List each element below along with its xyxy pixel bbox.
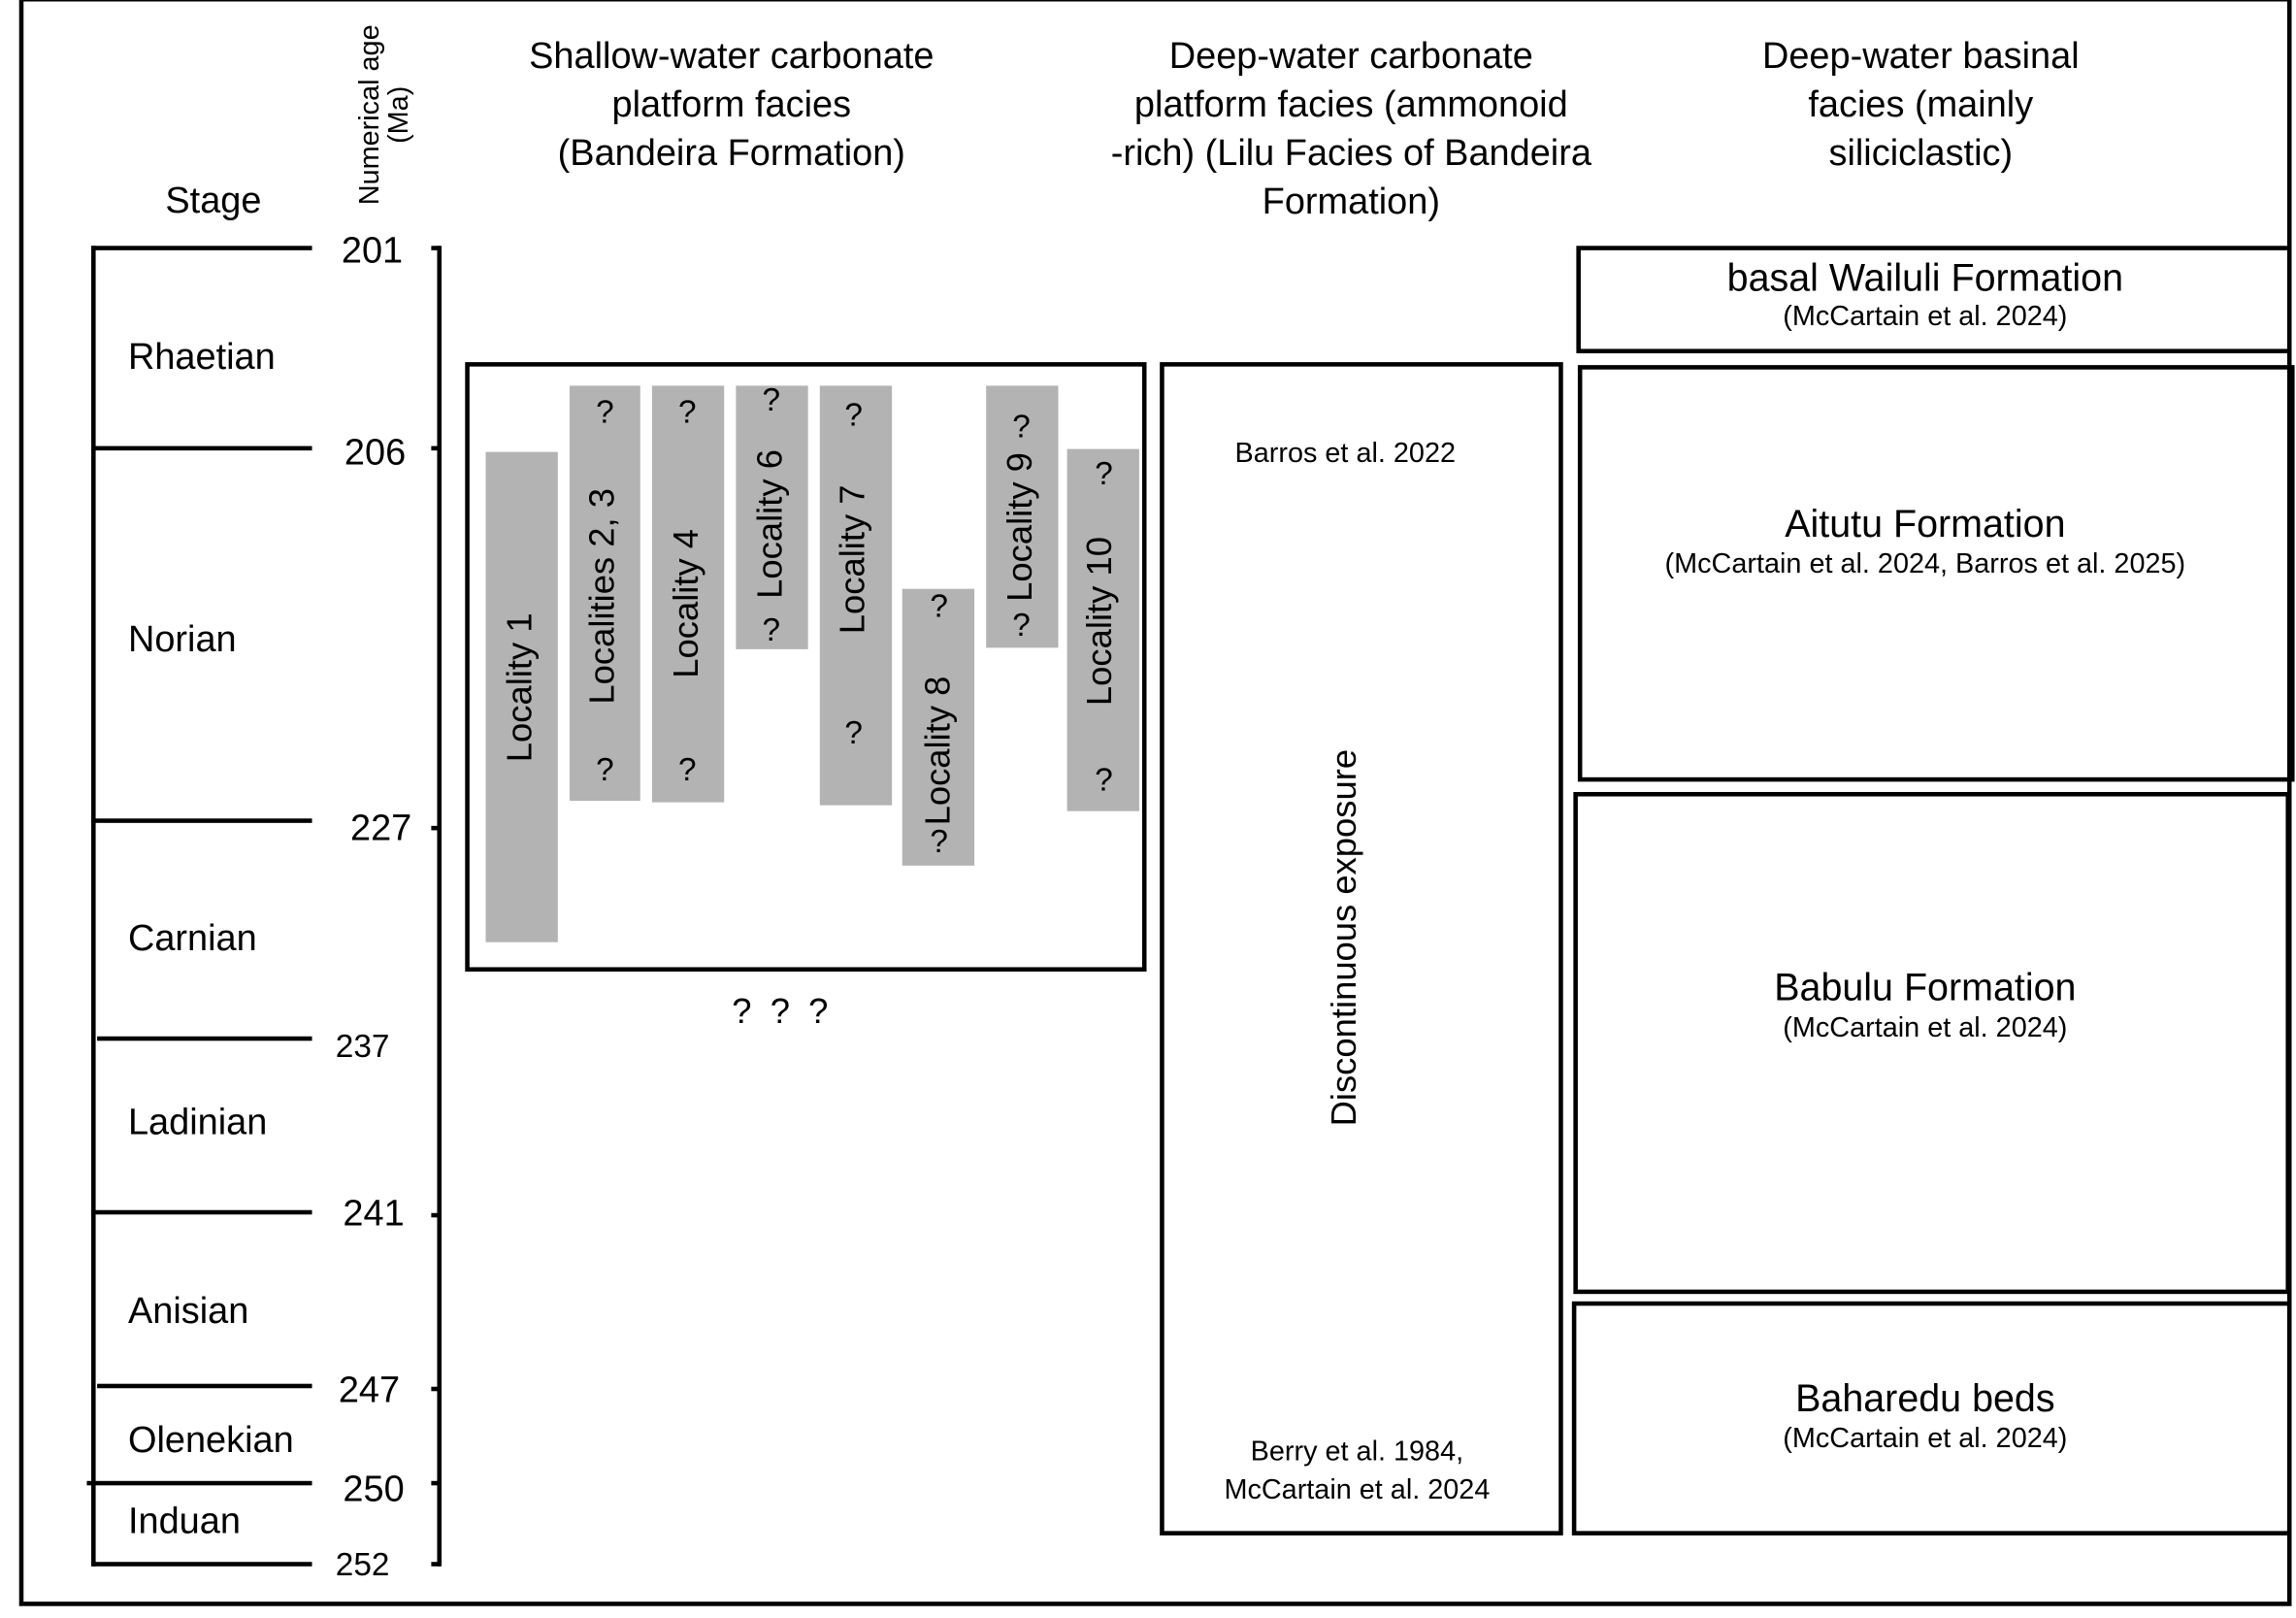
stage-anisian: Anisian bbox=[127, 1290, 249, 1332]
stage-rhaetian: Rhaetian bbox=[127, 336, 276, 379]
formation-ref: (McCartain et al. 2024) bbox=[1783, 1423, 2068, 1455]
axis-tick bbox=[431, 1480, 441, 1486]
formation-name: Babulu Formation bbox=[1774, 965, 2077, 1009]
stage-carnian: Carnian bbox=[127, 917, 257, 960]
aitutu-formation-box bbox=[1577, 365, 2295, 782]
locality-label: Locality 7 bbox=[833, 484, 873, 635]
age-label: 206 bbox=[344, 432, 407, 474]
stage-boundary bbox=[97, 1036, 312, 1041]
header-line: Deep-water basinal bbox=[1761, 35, 2080, 77]
header-line: platform facies (ammonoid bbox=[1133, 83, 1568, 125]
locality-6-bar bbox=[736, 385, 808, 649]
uncertain-mark: ? bbox=[930, 822, 948, 860]
ref-line: Berry et al. 1984, bbox=[1250, 1436, 1464, 1469]
babulu-formation-box bbox=[1573, 791, 2290, 1295]
age-label: 252 bbox=[335, 1545, 390, 1583]
deep-carbonate-bottom-ref: Berry et al. 1984, McCartain et al. 2024 bbox=[1224, 1434, 1490, 1510]
below-box-uncertain-marks: ? ? ? bbox=[732, 992, 829, 1033]
age-label: 247 bbox=[338, 1370, 401, 1411]
stage-boundary bbox=[91, 1209, 312, 1215]
uncertain-mark: ? bbox=[1012, 408, 1031, 446]
deep-carbonate-box bbox=[1160, 362, 1563, 1535]
stage-boundary bbox=[91, 1562, 312, 1567]
header-line: -rich) (Lilu Facies of Bandeira bbox=[1110, 132, 1591, 174]
deep-carbonate-top-ref: Barros et al. 2022 bbox=[1234, 438, 1457, 470]
locality-label: Locality 6 bbox=[750, 449, 791, 599]
header-line: Deep-water carbonate bbox=[1168, 35, 1533, 77]
ref-line: McCartain et al. 2024 bbox=[1224, 1474, 1491, 1506]
locality-label: Locality 8 bbox=[918, 676, 959, 826]
uncertain-mark: ? bbox=[596, 392, 614, 430]
uncertain-mark: ? bbox=[1012, 606, 1031, 644]
stage-boundary bbox=[86, 1480, 312, 1486]
axis-tick bbox=[431, 446, 441, 451]
axis-tick bbox=[431, 1212, 441, 1218]
locality-label: Locality 10 bbox=[1080, 537, 1121, 707]
age-label: 237 bbox=[335, 1027, 390, 1065]
uncertain-mark: ? bbox=[1095, 454, 1113, 492]
deep-carbonate-header: Deep-water carbonate platform facies (am… bbox=[1111, 32, 1591, 226]
uncertain-mark: ? bbox=[762, 611, 781, 648]
baharedu-beds-box bbox=[1571, 1301, 2292, 1535]
uncertain-mark: ? bbox=[930, 587, 948, 625]
shallow-facies-header: Shallow-water carbonate platform facies … bbox=[529, 32, 934, 178]
locality-9-bar bbox=[986, 385, 1059, 648]
formation-ref: (McCartain et al. 2024, Barros et al. 20… bbox=[1664, 548, 2186, 580]
age-label: 241 bbox=[343, 1193, 405, 1235]
formation-name: Aitutu Formation bbox=[1785, 501, 2066, 545]
stage-ladinian: Ladinian bbox=[127, 1102, 268, 1143]
age-label: 227 bbox=[349, 807, 412, 849]
formation-name: basal Wailuli Formation bbox=[1726, 255, 2124, 300]
stage-olenekian: Olenekian bbox=[127, 1419, 294, 1462]
localities-2-3-bar bbox=[569, 385, 640, 802]
uncertain-mark: ? bbox=[762, 380, 781, 418]
header-line: Shallow-water carbonate bbox=[529, 35, 935, 77]
stage-boundary bbox=[91, 446, 312, 451]
stage-induan: Induan bbox=[127, 1501, 241, 1542]
stage-column-line bbox=[91, 246, 96, 1567]
age-axis bbox=[437, 246, 443, 1567]
locality-1-bar bbox=[485, 451, 558, 942]
header-line: (Bandeira Formation) bbox=[557, 132, 905, 174]
locality-8-bar bbox=[902, 588, 975, 866]
uncertain-mark: ? bbox=[1095, 761, 1113, 799]
stage-norian: Norian bbox=[127, 618, 237, 661]
wailuli-formation-box bbox=[1576, 246, 2292, 354]
axis-tick bbox=[431, 1562, 441, 1567]
locality-label: Locality 4 bbox=[667, 528, 707, 678]
locality-4-bar bbox=[651, 385, 725, 803]
locality-label: Locality 9 bbox=[1000, 452, 1041, 602]
uncertain-mark: ? bbox=[678, 750, 697, 788]
numerical-age-header: Numerical age (Ma) bbox=[354, 24, 415, 206]
locality-10-bar bbox=[1066, 448, 1139, 811]
stage-boundary bbox=[91, 246, 312, 250]
age-label: 201 bbox=[341, 230, 404, 272]
header-line: platform facies bbox=[611, 83, 852, 125]
discontinuous-exposure-label: Discontinuous exposure bbox=[1325, 748, 1364, 1127]
uncertain-mark: ? bbox=[844, 395, 863, 433]
uncertain-mark: ? bbox=[596, 750, 614, 788]
age-label: 250 bbox=[343, 1468, 405, 1510]
locality-label: Localities 2, 3 bbox=[582, 487, 623, 705]
shallow-facies-box bbox=[465, 362, 1147, 973]
formation-ref: (McCartain et al. 2024) bbox=[1783, 301, 2068, 333]
formation-name: Baharedu beds bbox=[1795, 1375, 2055, 1420]
header-line: siliciclastic) bbox=[1828, 132, 2014, 174]
axis-tick bbox=[431, 246, 441, 250]
header-line: facies (mainly bbox=[1808, 83, 2034, 125]
uncertain-mark: ? bbox=[844, 713, 863, 751]
stage-boundary bbox=[97, 1383, 312, 1389]
formation-ref: (McCartain et al. 2024) bbox=[1783, 1012, 2068, 1044]
header-line: Formation) bbox=[1262, 181, 1440, 223]
locality-7-bar bbox=[819, 385, 893, 806]
axis-tick bbox=[431, 825, 441, 831]
stage-boundary bbox=[91, 818, 312, 823]
basinal-header: Deep-water basinal facies (mainly silici… bbox=[1762, 32, 2080, 178]
numerical-age-line: Numerical age bbox=[354, 24, 386, 206]
axis-tick bbox=[431, 1386, 441, 1392]
stage-header: Stage bbox=[165, 180, 262, 222]
uncertain-mark: ? bbox=[678, 392, 697, 430]
locality-label: Locality 1 bbox=[500, 612, 541, 763]
numerical-age-unit: (Ma) bbox=[383, 85, 415, 144]
